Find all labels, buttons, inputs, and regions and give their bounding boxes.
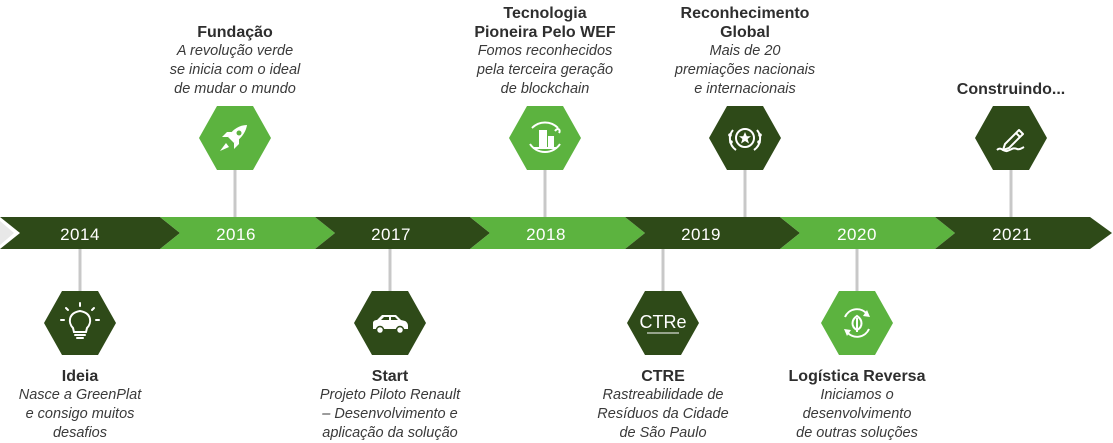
milestone-title: Reconhecimento	[680, 5, 810, 22]
year-label-2018: 2018	[526, 225, 566, 244]
segment-2014	[0, 217, 180, 249]
milestone-title: Pioneira Pelo WEF	[474, 24, 616, 41]
milestone-desc-line: desenvolvimento	[802, 406, 912, 422]
pen-writing-icon	[996, 129, 1025, 153]
milestone-desc-line: aplicação da solução	[322, 425, 458, 441]
hexagon-tecnologia	[509, 106, 581, 170]
milestone-title: CTRE	[641, 368, 685, 385]
award-laurel-icon	[728, 128, 762, 151]
ctre-logo-text: CTRe	[639, 312, 686, 332]
milestone-desc-line: Nasce a GreenPlat	[18, 387, 142, 403]
milestone-desc-line: Rastreabilidade de	[602, 387, 724, 403]
milestone-desc-line: de outras soluções	[796, 425, 918, 441]
milestone-title: Ideia	[61, 368, 99, 385]
milestone-title: Start	[371, 368, 409, 385]
car-icon	[373, 315, 408, 335]
year-label-2020: 2020	[837, 225, 877, 244]
year-label-2014: 2014	[60, 225, 100, 244]
lightbulb-icon	[60, 302, 100, 339]
segment-2017	[315, 217, 490, 249]
segment-2018	[470, 217, 645, 249]
year-labels: 2014 2016 2017 2018 2019 2020 2021	[60, 225, 1032, 244]
milestone-desc-line: Projeto Piloto Renault	[319, 387, 461, 403]
milestone-desc-line: Resíduos da Cidade	[597, 406, 729, 422]
band-start-notch	[0, 221, 14, 245]
milestone-title: Fundação	[197, 24, 273, 41]
hexagon-logistica	[821, 291, 893, 355]
year-label-2017: 2017	[371, 225, 411, 244]
milestone-desc-line: pela terceira geração	[476, 62, 614, 78]
milestone-construindo: Construindo...	[931, 80, 1091, 99]
hexagon-start	[354, 291, 426, 355]
milestone-desc-line: e internacionais	[694, 81, 796, 97]
milestone-desc-line: e consigo muitos	[25, 406, 135, 422]
year-label-2019: 2019	[681, 225, 721, 244]
ctre-logo-icon: CTRe	[639, 312, 687, 334]
segment-2021	[935, 217, 1112, 249]
milestone-ideia: Ideia Nasce a GreenPlat e consigo muitos…	[5, 367, 155, 443]
milestone-start: Start Projeto Piloto Renault – Desenvolv…	[300, 367, 480, 443]
milestone-desc-line: desafios	[52, 425, 107, 441]
hexagon-ctre: CTRe	[627, 291, 699, 355]
year-label-2016: 2016	[216, 225, 256, 244]
milestone-title: Global	[720, 24, 770, 41]
year-label-2021: 2021	[992, 225, 1032, 244]
milestone-reconhecimento: Reconhecimento Global Mais de 20 premiaç…	[655, 4, 835, 99]
milestone-desc-line: de blockchain	[500, 81, 590, 97]
milestone-tecnologia: Tecnologia Pioneira Pelo WEF Fomos recon…	[455, 4, 635, 99]
timeline-band	[0, 217, 1112, 249]
milestone-desc-line: de São Paulo	[619, 425, 707, 441]
milestone-desc-line: – Desenvolvimento e	[322, 406, 458, 422]
milestone-fundacao: Fundação A revolução verde se inicia com…	[150, 23, 320, 99]
milestone-title: Tecnologia	[503, 5, 587, 22]
hexagon-reconhecimento	[709, 106, 781, 170]
milestone-desc-line: se inicia com o ideal	[169, 62, 301, 78]
eco-building-icon	[529, 121, 561, 153]
recycle-leaf-icon	[844, 308, 870, 338]
segment-2020	[780, 217, 955, 249]
milestone-desc-line: Iniciamos o	[820, 387, 894, 403]
milestone-desc-line: Fomos reconhecidos	[477, 43, 613, 59]
milestone-ctre: CTRE Rastreabilidade de Resíduos da Cida…	[575, 367, 751, 443]
milestone-desc-line: de mudar o mundo	[174, 81, 296, 97]
milestone-desc-line: premiações nacionais	[674, 62, 816, 78]
milestone-logistica: Logística Reversa Iniciamos o desenvolvi…	[767, 367, 947, 443]
hexagon-fundacao	[199, 106, 271, 170]
hexagon-ideia	[44, 291, 116, 355]
connectors	[78, 165, 1013, 295]
milestone-desc-line: Mais de 20	[709, 43, 781, 59]
milestone-desc-line: A revolução verde	[176, 43, 294, 59]
segment-2019	[625, 217, 800, 249]
milestone-title: Construindo...	[956, 81, 1066, 98]
segment-2016	[160, 217, 335, 249]
hexagon-construindo	[975, 106, 1047, 170]
milestone-title: Logística Reversa	[788, 368, 926, 385]
